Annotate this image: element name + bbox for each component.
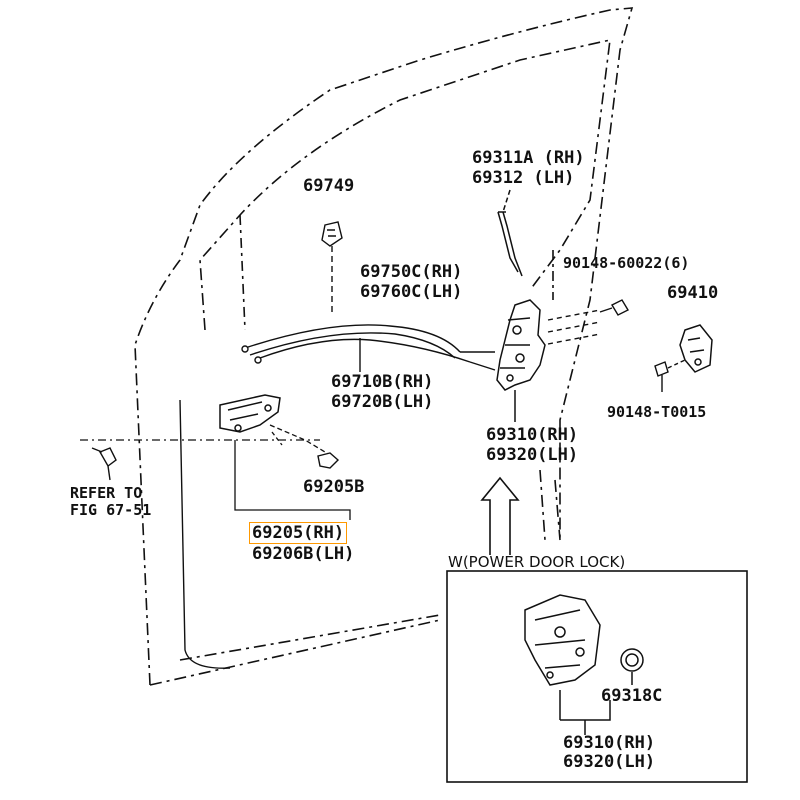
cap-69205b: [317, 452, 340, 469]
highlight-box[interactable]: 69205(RH): [249, 522, 348, 544]
label-69320-lh: 69320(LH): [486, 445, 579, 465]
door-outer-outline: [134, 7, 634, 686]
label-69318c: 69318C: [601, 686, 663, 706]
label-69750c: 69750C(RH): [360, 262, 463, 282]
label-69311a: 69311A (RH): [472, 148, 585, 168]
clip-69749: [321, 221, 343, 312]
label-69710b: 69710B(RH): [331, 372, 434, 392]
inset-label-69320-lh: 69320(LH): [563, 752, 656, 772]
label-69410: 69410: [667, 283, 719, 303]
outside-handle-69205: [219, 394, 281, 433]
lock-rod-69311a: [497, 189, 523, 277]
label-69720b: 69720B(LH): [331, 392, 434, 412]
upward-arrow: [480, 476, 520, 555]
door-sill-outline: [149, 614, 441, 686]
label-90148-t0015: 90148-T0015: [607, 403, 707, 421]
lock-cables: [241, 324, 496, 372]
window-frame-outline: [199, 38, 611, 331]
striker-69410: [679, 324, 713, 373]
door-lock-assembly: [496, 299, 546, 422]
label-90148-60022: 90148-60022(6): [563, 254, 690, 272]
label-refer-fig: FIG 67-51: [70, 501, 152, 519]
label-69310-rh: 69310(RH): [486, 425, 579, 445]
screw-90148-60022: [547, 299, 629, 345]
inset-door-lock: [524, 594, 611, 735]
inset-title: W(POWER DOOR LOCK): [448, 553, 626, 571]
grommet-69318c: [620, 648, 644, 685]
inset-box: [446, 570, 748, 783]
label-69205b: 69205B: [303, 477, 365, 497]
screw-refer-fig: [91, 447, 117, 481]
label-69749: 69749: [303, 176, 355, 196]
inset-label-69310-rh: 69310(RH): [563, 733, 656, 753]
door-inner-panel: [179, 399, 231, 669]
label-69312: 69312 (LH): [472, 168, 575, 188]
label-69205-rh[interactable]: 69205(RH): [249, 522, 348, 544]
label-69206b-lh: 69206B(LH): [252, 544, 355, 564]
label-refer-to: REFER TO: [70, 484, 143, 502]
screw-90148-t0015: [654, 359, 686, 392]
label-69760c: 69760C(LH): [360, 282, 463, 302]
